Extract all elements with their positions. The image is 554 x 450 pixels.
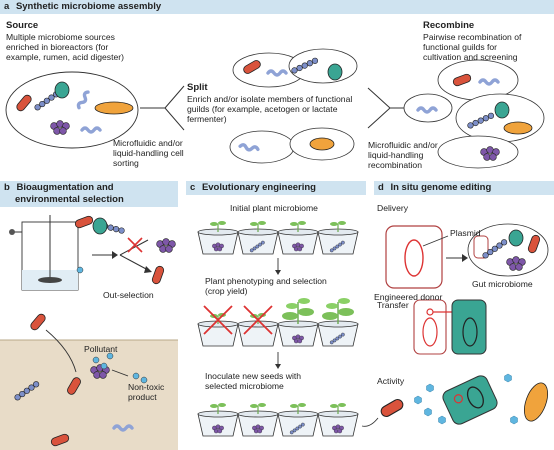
activity-label: Activity [377,376,405,386]
split-line-1: Enrich and/or isolate members of functio… [187,94,353,104]
engineered-donor-label: Engineered donor [374,292,443,302]
step1-label: Initial plant microbiome [230,203,318,213]
activity-scene [361,373,549,427]
split-heading: Split [187,82,208,93]
recombine-heading: Recombine [423,20,475,31]
pots-row-2 [197,297,359,347]
source-line-2: enriched in bioreactors (for [6,42,109,52]
split-method-line-3: sorting [113,158,139,168]
source-microbe-cluster [5,71,139,149]
panel-b-title-line-2: environmental selection [15,194,124,205]
guild-cluster-bottom [229,127,355,164]
selection-arrows [92,237,152,273]
bioreactor [9,215,84,291]
panel-a-header: a Synthetic microbiome assembly [0,0,554,14]
panel-b-title-line-1: Bioaugmentation and [16,182,114,193]
source-heading: Source [6,20,39,31]
recombined-clusters [403,59,545,169]
source-line-1: Multiple microbiome sources [6,32,115,42]
recombine-method-line-3: recombination [368,160,422,170]
split-arrows [140,85,185,131]
panel-a-letter: a [4,1,10,12]
product-line-2: product [128,392,157,402]
soil-area [0,339,178,450]
engineered-donor-cell [385,225,449,289]
split-line-2: guilds (for example, acetogen or lactate [187,104,338,114]
recombine-method-line-1: Microfluidic and/or [368,140,438,150]
split-method-line-2: liquid-handling cell [113,148,184,158]
source-line-3: example, rumen, acid digester) [6,52,124,62]
panel-a-title: Synthetic microbiome assembly [15,1,162,12]
gut-microbiome-cluster [467,223,549,277]
step2-line-1: Plant phenotyping and selection [205,276,327,286]
delivery-label: Delivery [377,203,409,213]
split-line-3: fermenter) [187,114,227,124]
panel-d-letter: d [378,182,384,193]
step3-line-1: Inoculate new seeds with [205,371,302,381]
pots-row-3 [197,402,359,437]
recombine-line-3: cultivation and screening [423,52,518,62]
step3-line-2: selected microbiome [205,381,284,391]
pots-row-1 [197,220,359,255]
recombine-method-line-2: liquid-handling [368,150,424,160]
guild-cluster-mid [288,48,358,84]
pollutant-label: Pollutant [84,344,118,354]
panel-c-title: Evolutionary engineering [201,182,316,193]
panel-c-letter: c [190,182,196,193]
recombine-line-1: Pairwise recombination of [423,32,522,42]
transfer-cells [413,299,487,355]
panel-c-header: c Evolutionary engineering [186,181,366,195]
panel-d-title: In situ genome editing [390,182,492,193]
transfer-label: Transfer [377,300,409,310]
gut-microbiome-label: Gut microbiome [472,279,533,289]
product-line-1: Non-toxic [128,382,165,392]
panel-b-letter: b [4,182,10,193]
recombine-line-2: functional guilds for [423,42,498,52]
panel-d-header: d In situ genome editing [374,181,554,195]
panel-b-header: b Bioaugmentation and environmental sele… [0,181,178,207]
step2-line-2: (crop yield) [205,286,248,296]
out-selection-label: Out-selection [103,290,154,300]
split-method-line-1: Microfluidic and/or [113,138,183,148]
plasmid-label: Plasmid [450,228,481,238]
